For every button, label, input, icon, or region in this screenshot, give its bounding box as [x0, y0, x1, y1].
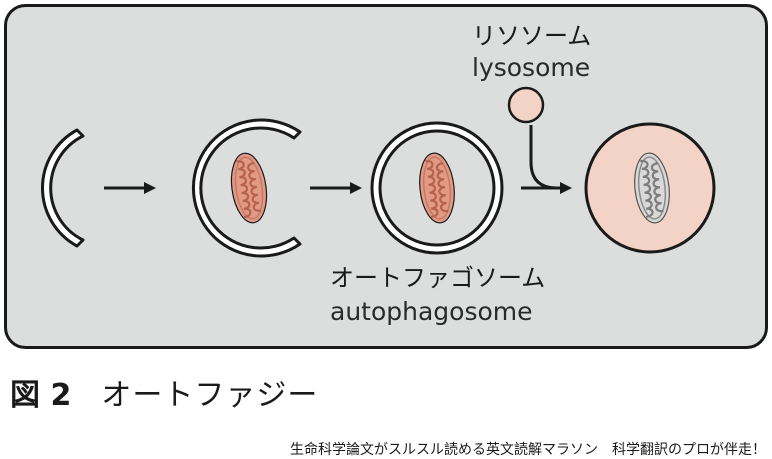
phagophore-crescent — [41, 128, 85, 248]
footer-credit: 生命科学論文がスルスル読める英文読解マラソン 科学翻訳のプロが伴走！ — [290, 442, 766, 458]
figure-title: オートファジー — [101, 378, 319, 413]
autophagosome-label-jp: オートファゴソーム — [330, 264, 545, 292]
arrow-1 — [104, 182, 156, 194]
arrow-3 — [521, 125, 572, 194]
lysosome-label-jp: リソソーム — [472, 22, 591, 50]
diagram-panel: リソソーム lysosome オートファゴソーム autophagosome — [4, 4, 768, 349]
mitochondrion-icon — [230, 152, 268, 224]
lysosome-label-en: lysosome — [472, 53, 590, 82]
figure-number: 図 2 — [10, 378, 72, 413]
figure-caption: 図 2 オートファジー — [10, 370, 318, 413]
lysosome — [507, 86, 545, 124]
arrow-2 — [310, 182, 362, 194]
autophagosome-label-en: autophagosome — [330, 297, 533, 326]
degraded-mitochondrion-icon — [634, 152, 670, 224]
expanding-membrane — [191, 118, 302, 258]
mitochondrion-icon — [419, 152, 455, 224]
autophagy-diagram: リソソーム lysosome オートファゴソーム autophagosome — [4, 4, 768, 349]
